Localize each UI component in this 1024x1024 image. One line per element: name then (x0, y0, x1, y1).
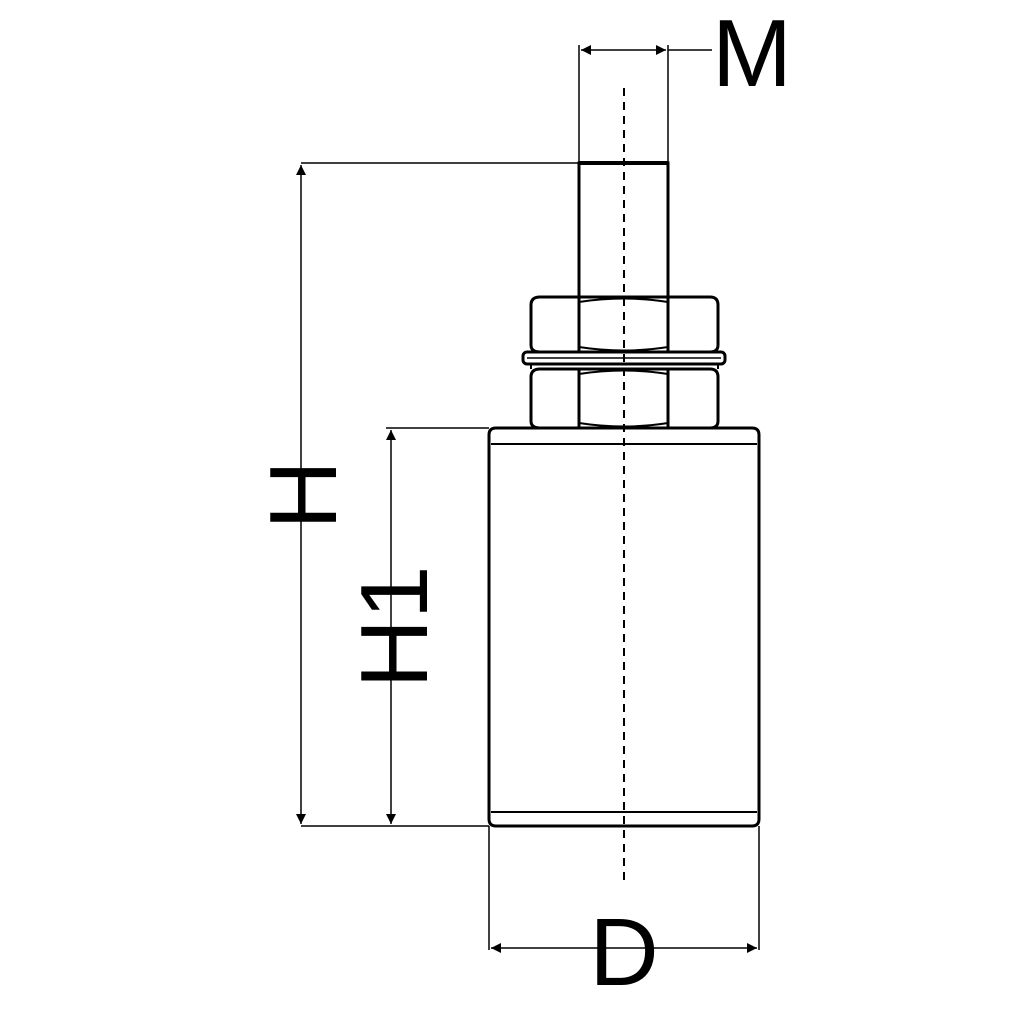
dimension-h1: H1 (341, 430, 448, 824)
dimension-d-label: D (589, 899, 658, 1006)
dimension-h-label: H (250, 460, 357, 529)
extension-lines (301, 49, 760, 950)
dimension-d: D (491, 899, 757, 1006)
dimension-m: M (581, 0, 792, 107)
dimension-h1-label: H1 (341, 566, 448, 689)
dimension-h: H (250, 165, 357, 824)
dimension-m-label: M (712, 0, 792, 107)
